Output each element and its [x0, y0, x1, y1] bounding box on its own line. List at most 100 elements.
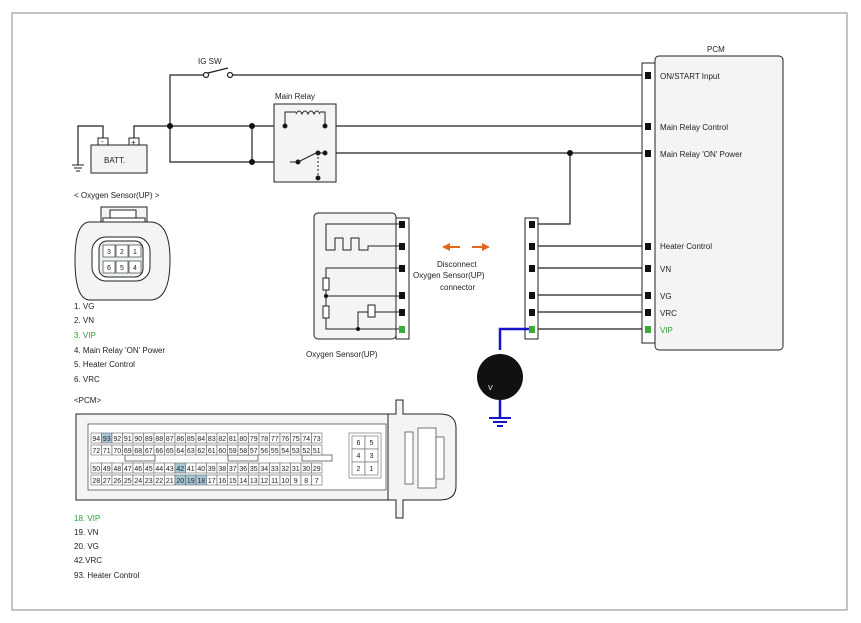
- oxygen-sensor-connector-strip: [395, 217, 410, 340]
- pcm-pin-number: 23: [145, 478, 153, 485]
- pcm-pin-number: 84: [197, 436, 205, 443]
- pcm-pin-number: 13: [250, 478, 258, 485]
- battery-positive-wire: [133, 125, 252, 140]
- pcm-pin-number: 91: [124, 436, 132, 443]
- pcm-pin-number: 54: [281, 448, 289, 455]
- pcm-pin-number: 35: [250, 466, 258, 473]
- pcm-pin-number: 71: [103, 448, 111, 455]
- harness-connector-strip: [524, 217, 539, 340]
- pcm-pin-number: 90: [134, 436, 142, 443]
- pcm-pin-number: 39: [208, 466, 216, 473]
- junction-dots: [167, 123, 573, 165]
- sensor-pin-6: 6. VRC: [74, 375, 100, 384]
- pcm-pin-main-relay-control: [645, 123, 651, 130]
- pcm-pin-cell: [311, 432, 323, 444]
- pcm-small-pin-number: 5: [370, 440, 374, 447]
- pcm-terminals: ON/START Input Main Relay Control Main R…: [645, 72, 743, 335]
- pcm-pin-number: 85: [187, 436, 195, 443]
- pcm-pin-on-start: [645, 72, 651, 79]
- disconnect-text-3: connector: [440, 283, 475, 292]
- disconnect-text-2: Oxygen Sensor(UP): [413, 271, 485, 280]
- pcm-pin-number: 60: [218, 448, 226, 455]
- pcm-list-pin-20: 20. VG: [74, 542, 99, 551]
- pcm-pin-number: 82: [218, 436, 226, 443]
- pcm-pin-number: 38: [218, 466, 226, 473]
- voltmeter-probe-wire: [498, 327, 529, 350]
- pcm-pin-number: 19: [187, 478, 195, 485]
- pcm-pin-cell: [311, 444, 323, 456]
- pcm-small-pin-number: 4: [357, 453, 361, 460]
- pcm-pin-number: 88: [155, 436, 163, 443]
- pcm-pin-number: 25: [124, 478, 132, 485]
- pcm-pin-number: 40: [197, 466, 205, 473]
- main-relay-label: Main Relay: [275, 92, 315, 101]
- pcm-pin-number: 46: [134, 466, 142, 473]
- pcm-pin-number: 55: [271, 448, 279, 455]
- pcm-pin-number: 20: [176, 478, 184, 485]
- pcm-pin-main-relay-on-power: [645, 150, 651, 157]
- pcm-pin-vrc: [645, 309, 651, 316]
- pcm-small-pin-number: 1: [370, 466, 374, 473]
- pcm-pin-number: 27: [103, 478, 111, 485]
- pcm-pin-number: 42: [176, 466, 184, 473]
- pcm-terminal-main-relay-control: Main Relay Control: [660, 123, 728, 132]
- voltmeter-icon: [477, 354, 523, 400]
- pcm-pin-number: 75: [292, 436, 300, 443]
- pcm-pin-number: 16: [218, 478, 226, 485]
- pcm-pin-number: 86: [176, 436, 184, 443]
- pcm-pin-number: 57: [250, 448, 258, 455]
- pcm-pin-number: 11: [271, 478, 278, 485]
- pcm-pin-number: 12: [260, 478, 268, 485]
- pcm-pin-number: 48: [113, 466, 121, 473]
- relay-switch-icon: [290, 150, 328, 181]
- pcm-pin-vip: [645, 326, 651, 333]
- svg-text:2: 2: [120, 249, 124, 256]
- pcm-pin-number: 34: [260, 466, 268, 473]
- pcm-small-pin-number: 6: [357, 440, 361, 447]
- pcm-pin-number: 94: [92, 436, 100, 443]
- pcm-list-pin-93: 93. Heater Control: [74, 571, 140, 580]
- pcm-title: PCM: [707, 45, 725, 54]
- pcm-pin-vn: [645, 265, 651, 272]
- battery-negative-label: -: [101, 137, 104, 146]
- pcm-pin-list: 18. VIP 19. VN 20. VG 42.VRC 93. Heater …: [74, 514, 140, 580]
- ig-switch-icon: [202, 67, 234, 79]
- sensor-power-wire: [534, 153, 571, 225]
- pcm-pin-number: 73: [313, 436, 321, 443]
- pcm-pin-number: 76: [281, 436, 289, 443]
- harness-connector-pins: [529, 221, 535, 333]
- pcm-pin-number: 63: [187, 448, 195, 455]
- pcm-pin-number: 67: [145, 448, 153, 455]
- pcm-pin-number: 56: [260, 448, 268, 455]
- pcm-pin-number: 9: [294, 478, 298, 485]
- pcm-pin-number: 44: [155, 466, 163, 473]
- pcm-pin-heater-control: [645, 243, 651, 250]
- oxygen-sensor-junctions: [324, 294, 360, 331]
- svg-text:1: 1: [133, 249, 137, 256]
- pcm-list-pin-42: 42.VRC: [74, 556, 102, 565]
- pcm-pin-cell: [311, 462, 323, 474]
- svg-text:4: 4: [133, 265, 137, 272]
- pcm-pin-number: 77: [271, 436, 279, 443]
- pcm-pin-number: 43: [166, 466, 174, 473]
- svg-text:5: 5: [120, 265, 124, 272]
- pcm-pin-number: 41: [187, 466, 195, 473]
- voltmeter-ground-icon: [489, 417, 511, 427]
- pcm-pin-number: 45: [145, 466, 153, 473]
- sensor-pin-4: 4. Main Relay 'ON' Power: [74, 346, 165, 355]
- pcm-pin-number: 7: [315, 478, 319, 485]
- pcm-pin-number: 62: [197, 448, 205, 455]
- pcm-pin-number: 92: [113, 436, 121, 443]
- pcm-small-pin-number: 3: [370, 453, 374, 460]
- battery-label: BATT.: [104, 156, 125, 165]
- battery-box: [90, 144, 148, 174]
- pcm-pin-number: 69: [124, 448, 132, 455]
- pcm-pin-number: 15: [229, 478, 237, 485]
- pcm-pin-number: 64: [176, 448, 184, 455]
- svg-text:3: 3: [107, 249, 111, 256]
- pcm-pin-number: 83: [208, 436, 216, 443]
- oxygen-sensor-connector-header: < Oxygen Sensor(UP) >: [74, 191, 160, 200]
- disconnect-text-1: Disconnect: [437, 260, 477, 269]
- main-relay-box: [273, 103, 337, 183]
